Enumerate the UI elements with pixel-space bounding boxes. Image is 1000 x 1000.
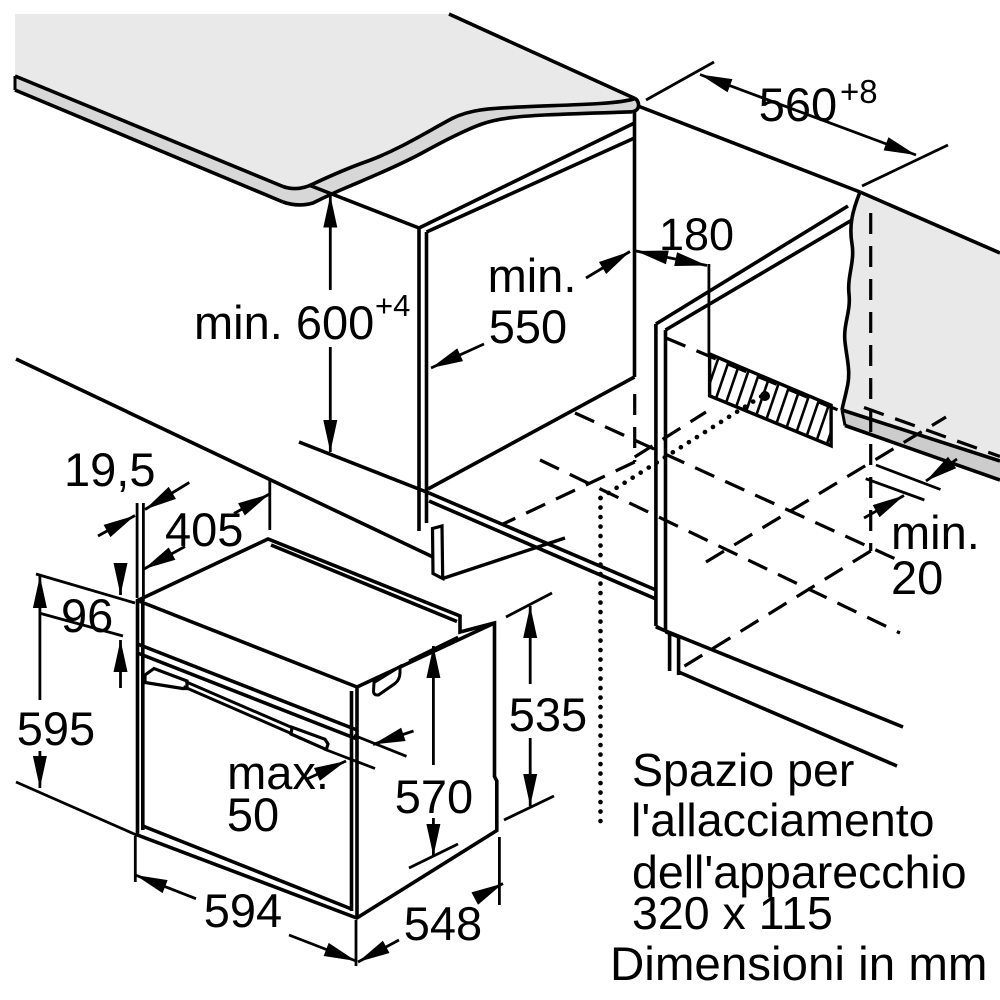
svg-text:20: 20 <box>891 551 943 604</box>
svg-text:548: 548 <box>404 897 482 950</box>
svg-text:560: 560 <box>759 78 837 131</box>
svg-text:535: 535 <box>509 688 587 741</box>
svg-text:570: 570 <box>395 770 473 823</box>
svg-text:320 x 115: 320 x 115 <box>632 887 833 939</box>
svg-text:+4: +4 <box>375 288 410 323</box>
svg-text:595: 595 <box>17 702 95 755</box>
svg-text:l'allacciamento: l'allacciamento <box>631 794 935 846</box>
svg-text:405: 405 <box>165 503 243 556</box>
svg-text:dell'apparecchio: dell'apparecchio <box>632 846 967 898</box>
svg-text:min.: min. <box>488 249 577 302</box>
svg-text:50: 50 <box>227 788 279 841</box>
svg-text:96: 96 <box>61 589 113 642</box>
svg-text:594: 594 <box>204 884 282 937</box>
svg-text:min. 600: min. 600 <box>194 296 374 349</box>
svg-text:min.: min. <box>891 506 980 559</box>
svg-text:19,5: 19,5 <box>64 443 155 496</box>
svg-text:180: 180 <box>659 209 734 260</box>
svg-text:Spazio per: Spazio per <box>632 744 854 796</box>
svg-text:max.: max. <box>227 746 329 799</box>
svg-text:550: 550 <box>489 300 567 353</box>
svg-text:+8: +8 <box>840 73 878 110</box>
svg-text:Dimensioni in mm: Dimensioni in mm <box>610 938 987 991</box>
